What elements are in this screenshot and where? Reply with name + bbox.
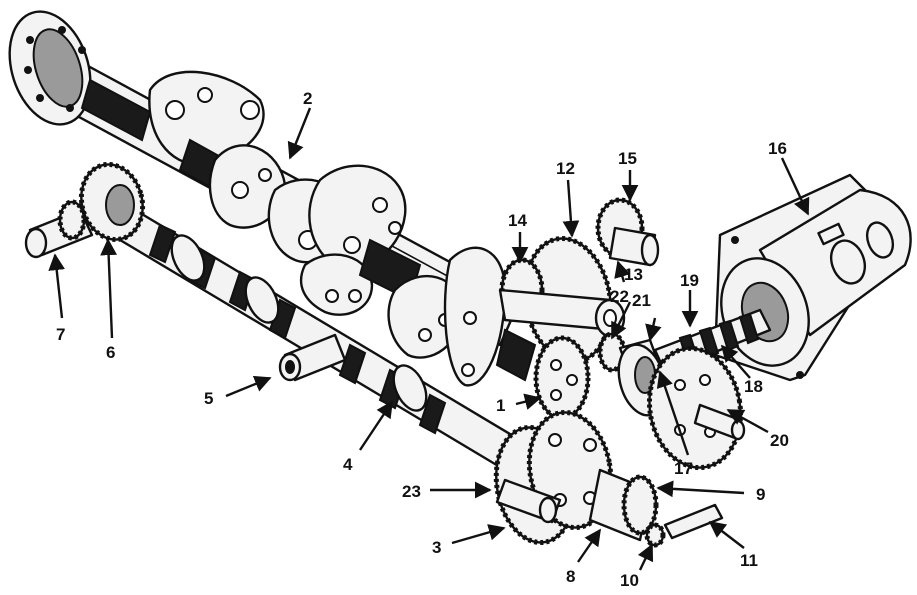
callout-6: 6 <box>106 343 115 362</box>
callout-15: 15 <box>618 149 637 168</box>
crank-gear-1 <box>536 338 588 418</box>
callout-8: 8 <box>566 567 575 586</box>
callout-4: 4 <box>343 455 353 474</box>
callout-5: 5 <box>204 389 213 408</box>
callout-23: 23 <box>402 482 421 501</box>
small-gear-10 <box>647 525 663 545</box>
callout-12: 12 <box>556 159 575 178</box>
callout-3: 3 <box>432 538 441 557</box>
callout-17: 17 <box>674 459 693 478</box>
callout-7: 7 <box>56 325 65 344</box>
callout-2: 2 <box>303 89 312 108</box>
gear-15-with-shaft <box>598 200 658 265</box>
callout-22: 22 <box>610 287 629 306</box>
callout-1: 1 <box>496 396 505 415</box>
callout-11: 11 <box>740 551 758 570</box>
starter-motor <box>707 175 911 380</box>
callout-10: 10 <box>620 571 639 590</box>
callout-21: 21 <box>632 291 651 310</box>
front-stub-shaft <box>26 202 92 257</box>
callout-13: 13 <box>624 265 643 284</box>
callout-9: 9 <box>756 485 765 504</box>
shaft-11 <box>665 505 722 538</box>
callout-16: 16 <box>768 139 787 158</box>
callout-20: 20 <box>770 431 789 450</box>
callout-14: 14 <box>508 211 527 230</box>
callout-18: 18 <box>744 377 763 396</box>
callout-19: 19 <box>680 271 699 290</box>
